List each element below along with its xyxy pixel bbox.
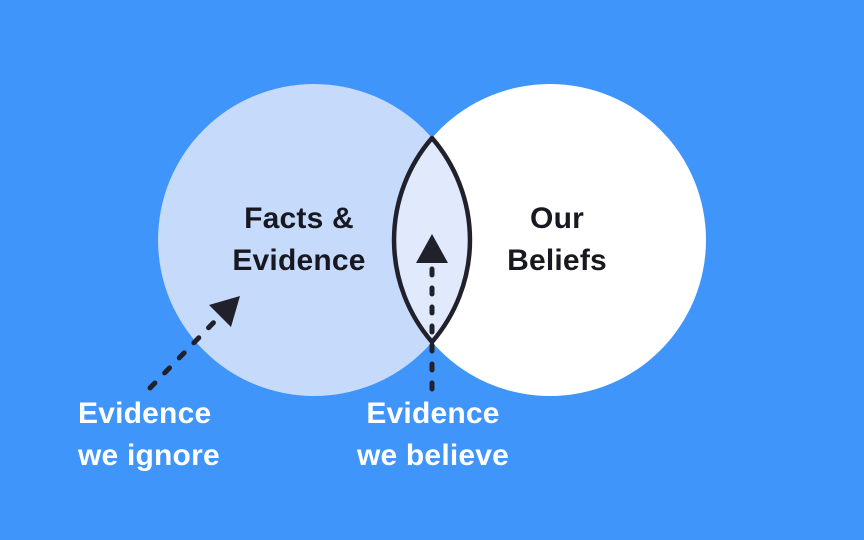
facts-evidence-label-line1: Facts & bbox=[244, 202, 354, 235]
our-beliefs-circle bbox=[394, 84, 706, 396]
facts-evidence-label-line2: Evidence bbox=[232, 244, 366, 277]
our-beliefs-label-line2: Beliefs bbox=[507, 244, 607, 277]
evidence-we-ignore-line1: Evidence bbox=[78, 397, 212, 430]
evidence-we-believe-line2: we believe bbox=[356, 439, 510, 472]
evidence-we-believe-line1: Evidence bbox=[366, 397, 500, 430]
facts-evidence-circle bbox=[158, 84, 470, 396]
ignore-arrow-dashed-line bbox=[147, 315, 221, 391]
our-beliefs-label-line1: Our bbox=[530, 202, 584, 235]
believe-arrowhead-icon bbox=[416, 234, 448, 263]
evidence-we-ignore-label: Evidence we ignore bbox=[78, 393, 220, 477]
our-beliefs-label: Our Beliefs bbox=[437, 198, 677, 282]
evidence-we-believe-label: Evidence we believe bbox=[313, 393, 553, 477]
ignore-arrowhead-icon bbox=[209, 296, 240, 327]
facts-evidence-label: Facts & Evidence bbox=[179, 198, 419, 282]
evidence-we-ignore-line2: we ignore bbox=[78, 439, 220, 472]
